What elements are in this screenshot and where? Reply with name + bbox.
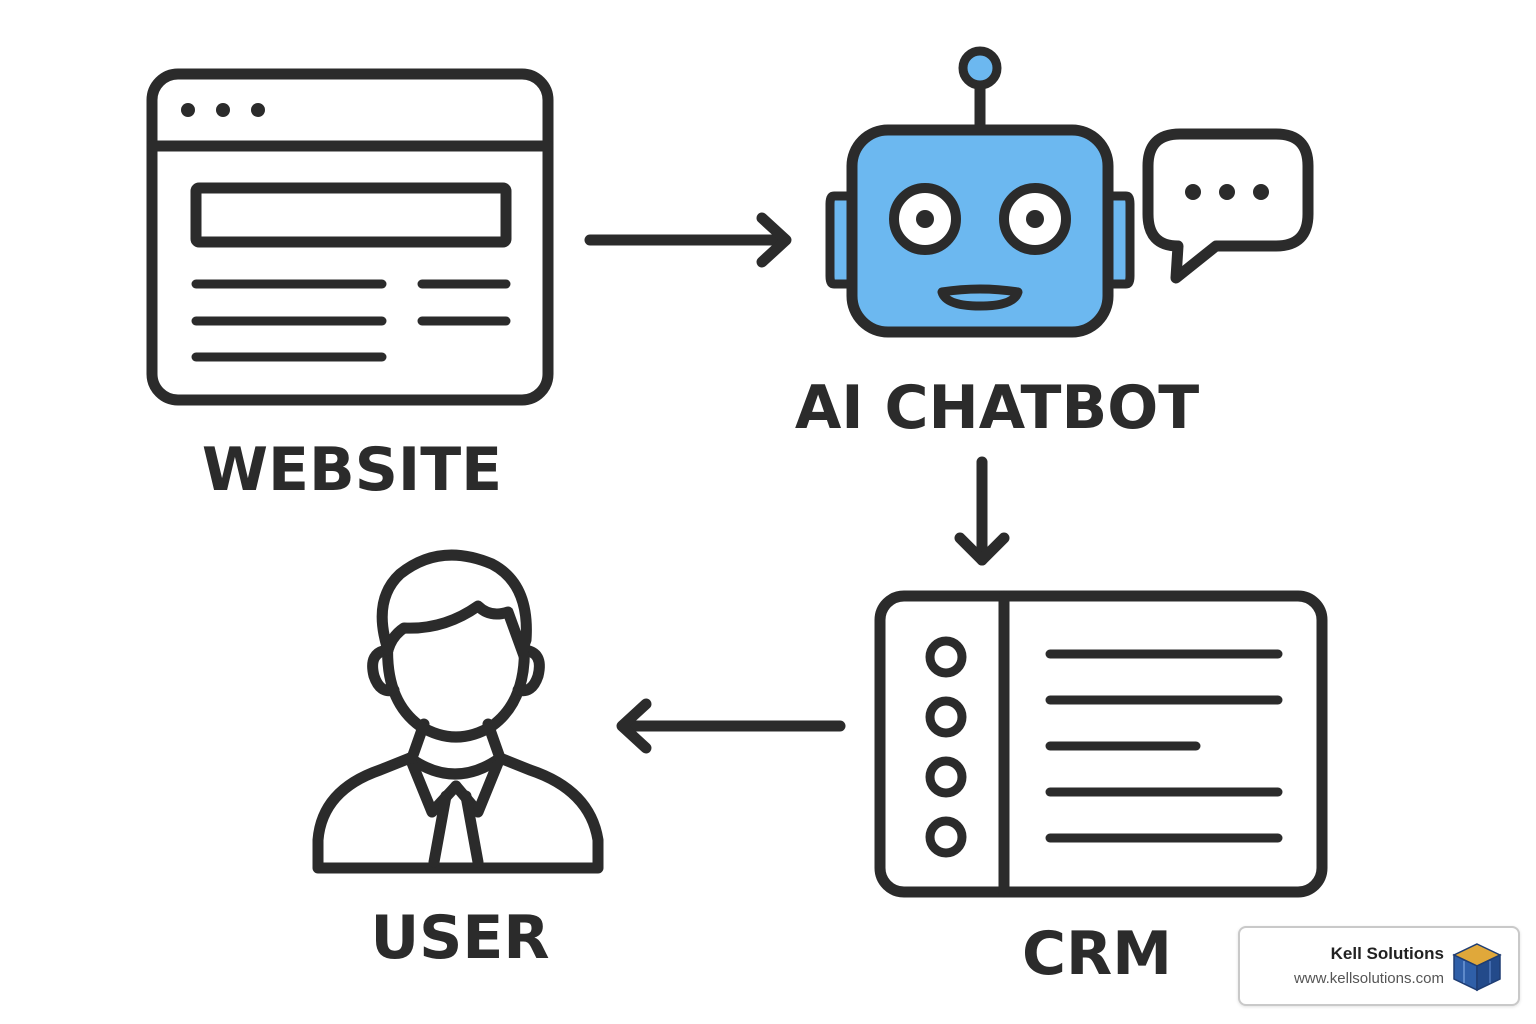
crm-panel-icon (874, 590, 1328, 898)
brand-url: www.kellsolutions.com (1293, 970, 1444, 987)
robot-icon (825, 46, 1135, 338)
chatbot-label: AI CHATBOT (795, 373, 1199, 443)
browser-window-icon (146, 68, 554, 406)
speech-bubble-icon (1142, 128, 1314, 284)
user-node: USER (312, 549, 604, 973)
brand-name: Kell Solutions (1330, 944, 1444, 963)
arrow-chatbot-to-crm (954, 456, 1010, 566)
branding-card: Kell Solutions www.kellsolutions.com (1238, 926, 1520, 1006)
arrow-crm-to-user (616, 698, 846, 754)
user-label: USER (370, 903, 549, 973)
crm-node: CRM (874, 590, 1328, 989)
cube-logo-icon (1452, 943, 1502, 992)
arrow-website-to-chatbot (584, 212, 792, 268)
crm-label: CRM (1022, 919, 1172, 989)
website-node: WEBSITE (146, 68, 554, 505)
chatbot-node: AI CHATBOT (795, 46, 1314, 443)
website-label: WEBSITE (202, 435, 502, 505)
person-icon (312, 549, 604, 874)
